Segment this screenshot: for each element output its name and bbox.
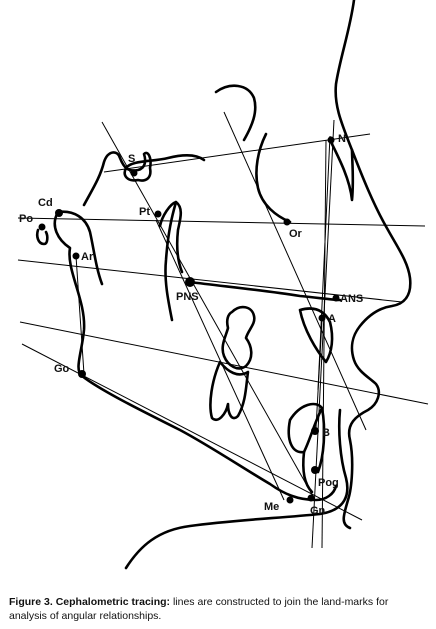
- nose-profile: [334, 0, 412, 530]
- point-Me: [286, 496, 294, 504]
- point-Cd: [55, 209, 63, 217]
- tracing-svg: S N Cd Po Pt Or Ar PNS ANS A Go B Pog Me…: [17, 0, 429, 570]
- mandible-lower-border: [80, 374, 338, 502]
- ramus-outline: [56, 210, 104, 286]
- palatal-line: [17, 259, 403, 303]
- n-pog-line: [321, 139, 327, 549]
- orbit-outline: [255, 132, 292, 224]
- label-ANS: ANS: [340, 293, 363, 305]
- ar-go-line: [75, 255, 85, 375]
- lower-molar: [209, 360, 250, 422]
- point-A: [318, 314, 326, 322]
- point-Pt: [154, 210, 162, 218]
- landmark-points: [38, 136, 340, 504]
- label-S: S: [128, 153, 135, 165]
- label-A: A: [328, 313, 336, 325]
- upper-molar: [221, 305, 256, 370]
- label-Or: Or: [289, 228, 303, 240]
- point-Po: [38, 223, 46, 231]
- caption-title: Cephalometric tracing:: [55, 596, 171, 608]
- point-Or: [283, 218, 291, 226]
- label-N: N: [338, 133, 346, 145]
- point-Pog: [311, 466, 319, 474]
- label-B: B: [322, 427, 330, 439]
- point-Gn: [307, 494, 315, 502]
- label-Pog: Pog: [318, 477, 339, 489]
- point-Ar: [72, 252, 80, 260]
- construction-lines: [17, 111, 429, 549]
- label-Po: Po: [19, 213, 33, 225]
- figure-caption: Figure 3. Cephalometric tracing: lines a…: [9, 596, 429, 623]
- a-line-lower: [315, 319, 323, 429]
- point-ANS: [332, 294, 340, 302]
- anatomy-outlines: [35, 0, 412, 570]
- facial-axis-line: [223, 111, 367, 431]
- ear-rod: [35, 228, 49, 246]
- upper-incisor: [298, 307, 334, 364]
- point-PNS: [185, 277, 195, 287]
- caption-figure-number: Figure 3.: [9, 596, 53, 608]
- caption-text: lines are constructed to join the land-m…: [9, 596, 389, 622]
- occlusal-line: [19, 321, 429, 405]
- condyle-outline: [53, 210, 86, 378]
- point-N: [327, 136, 335, 144]
- landmark-labels: S N Cd Po Pt Or Ar PNS ANS A Go B Pog Me…: [19, 133, 363, 517]
- label-Gn: Gn: [310, 505, 326, 517]
- pt-gn-line: [155, 219, 285, 501]
- frankfort-line: [17, 217, 426, 227]
- skull-outline: [214, 84, 257, 142]
- face-profile: [328, 138, 355, 202]
- pns-ans-line: [189, 281, 337, 301]
- label-Ar: Ar: [81, 251, 94, 263]
- label-Cd: Cd: [38, 197, 53, 209]
- label-Me: Me: [264, 501, 279, 513]
- label-PNS: PNS: [176, 291, 199, 303]
- label-Pt: Pt: [139, 206, 150, 218]
- chin-outline: [124, 408, 349, 570]
- s-gn-line: [101, 121, 315, 499]
- cranial-base-outline: [82, 151, 206, 207]
- point-Go: [78, 370, 86, 378]
- pterygoid-outline: [158, 200, 184, 322]
- point-S: [130, 169, 138, 177]
- label-Go: Go: [54, 363, 70, 375]
- point-B: [311, 427, 319, 435]
